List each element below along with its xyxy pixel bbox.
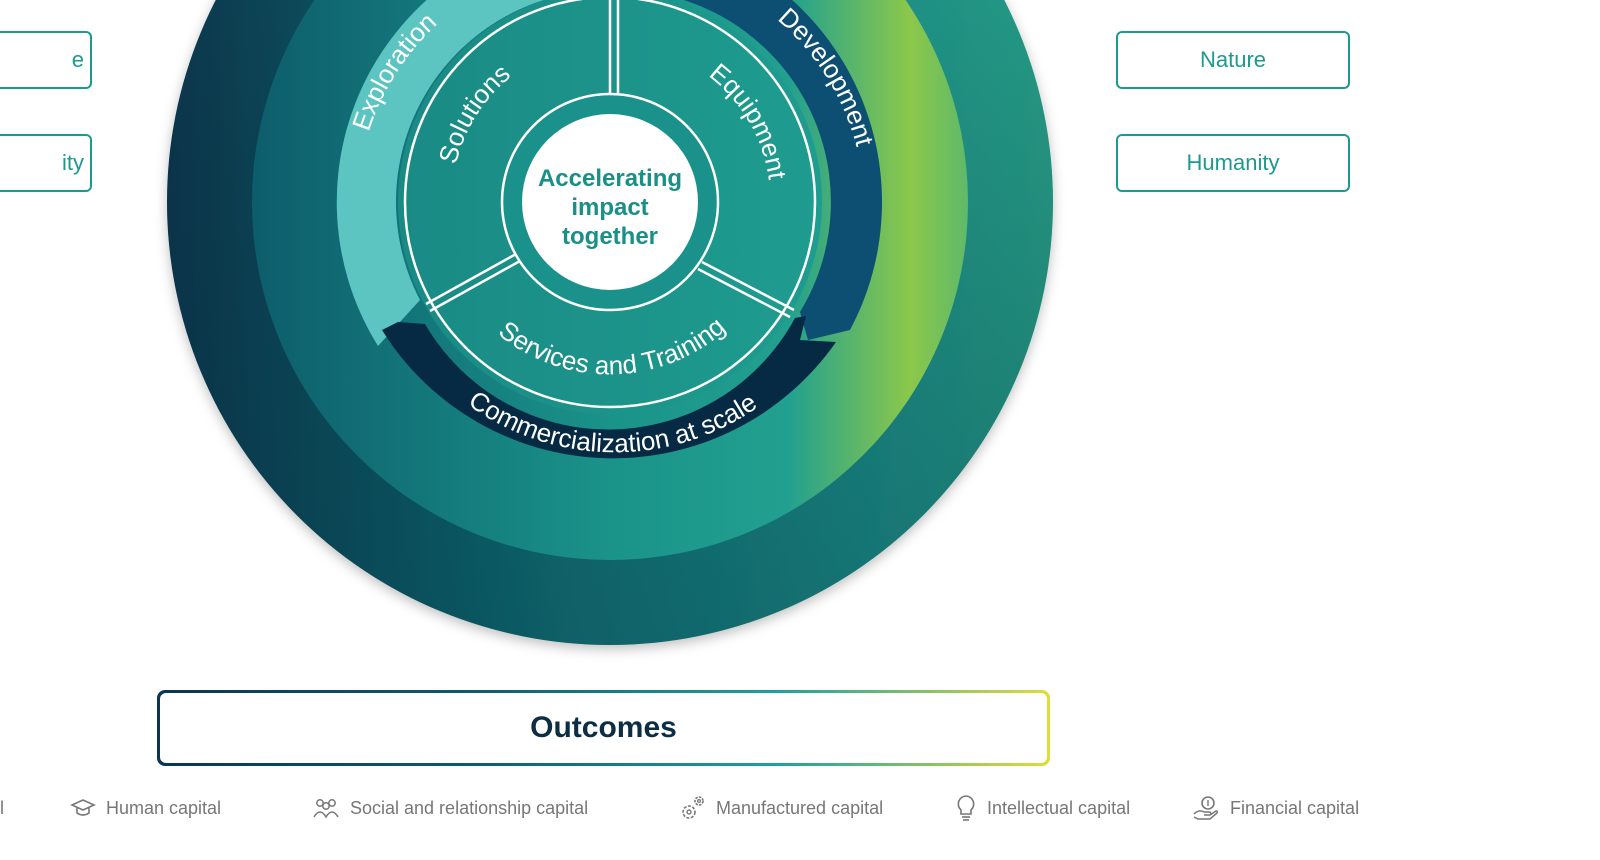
humanity-label: Humanity	[1186, 150, 1280, 175]
capital-manufactured: Manufactured capital	[680, 793, 883, 823]
center-text-line1: Accelerating	[538, 165, 682, 192]
center-circle	[522, 114, 698, 290]
divider-right	[701, 260, 795, 312]
gears-icon	[682, 796, 704, 819]
capital-human: Human capital	[70, 793, 221, 823]
inner-disk-outline	[403, 0, 817, 409]
divider-right-2	[697, 267, 791, 319]
capital-financial-label: Financial capital	[1230, 797, 1360, 818]
capital-social-label: Social and relationship capital	[350, 797, 589, 818]
nature-box: Nature	[1116, 31, 1350, 89]
humanity-box: Humanity	[1116, 134, 1350, 192]
commercialization-arc	[382, 316, 836, 459]
capital-intellectual: Intellectual capital	[955, 793, 1130, 823]
capital-social: Social and relationship capital	[312, 793, 588, 823]
left-box-bottom: ity	[0, 134, 92, 192]
graduation-cap-icon	[70, 799, 96, 816]
center-text-line3: together	[562, 223, 658, 250]
divider-left-2	[429, 259, 521, 313]
center-text-line2: impact	[571, 194, 648, 221]
capital-manufactured-label: Manufactured capital	[716, 797, 884, 818]
exploration-arc	[336, 0, 544, 346]
nature-label: Nature	[1199, 47, 1267, 72]
outcomes-inner: Outcomes	[160, 693, 1047, 763]
capital-human-label: Human capital	[106, 797, 222, 818]
outcomes-box: Outcomes	[157, 690, 1050, 766]
outcomes-label: Outcomes	[530, 711, 677, 744]
divider-left	[425, 252, 517, 306]
capital-partial-label: l	[0, 797, 4, 818]
impact-diagram: Accelerating impact together Solutions E…	[167, 0, 1053, 645]
development-arc	[683, 0, 882, 340]
coins-hand-icon	[1193, 796, 1219, 820]
left-box-top-label: e	[71, 47, 84, 72]
left-box-top: e	[0, 31, 92, 89]
people-group-icon	[313, 799, 339, 819]
capital-financial: Financial capital	[1192, 793, 1359, 823]
capital-intellectual-label: Intellectual capital	[987, 797, 1131, 818]
left-box-bottom-label: ity	[62, 150, 84, 175]
capital-partial: l	[0, 793, 4, 823]
lightbulb-icon	[957, 795, 975, 821]
